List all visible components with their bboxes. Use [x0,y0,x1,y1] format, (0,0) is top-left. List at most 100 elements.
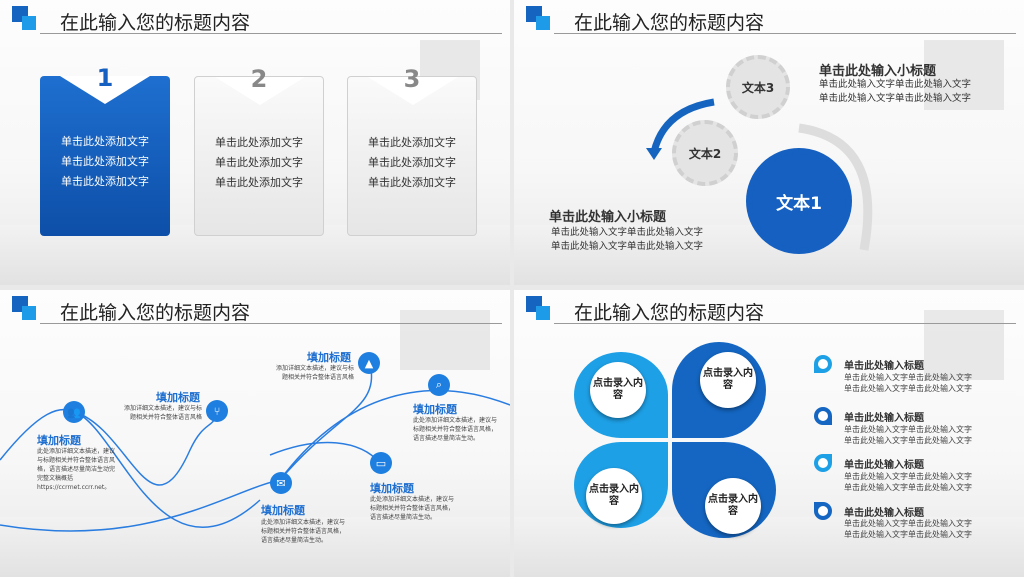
text-line: 语言描述尽量简洁生动。 [370,514,437,521]
slide-title[interactable]: 在此输入您的标题内容 [60,302,251,324]
text-line: 语言描述尽量简洁生动。 [261,537,328,544]
bullet-icon [814,454,832,472]
divider [554,323,1016,324]
arrow-icon [60,76,150,104]
text-line: 完整文稿概括 [37,475,74,482]
text-line: 格，语言描述尽量简洁生动完 [37,466,116,473]
item-heading[interactable]: 单击此处输入标题 [844,508,924,519]
slide-title[interactable]: 在此输入您的标题内容 [574,302,765,324]
divider [40,323,502,324]
text-line: 此处添加详细文本描述，建议 [37,448,116,455]
text-line: 单击此处输入文字单击此处输入文字 [844,519,972,528]
text-line: 单击此处输入文字单击此处输入文字 [844,483,972,492]
item-text: 单击此处输入文字单击此处输入文字单击此处输入文字单击此处输入文字 [844,471,972,493]
logo-icon [526,6,550,30]
text-line: 单击此处输入文字单击此处输入文字 [844,425,972,434]
card-text: 单击此处添加文字 [215,136,303,149]
arrow-icon [368,77,458,105]
logo-icon [12,6,36,30]
slide-4[interactable]: 在此输入您的标题内容 点击录入内容 点击录入内容 点击录入内容 点击录入内容 单… [514,290,1024,577]
gear-2[interactable]: 文本2 [672,120,738,186]
item-text: 此处添加详细文本描述，建议与标题相关并符合整体语言风格， 语言描述尽量简洁生动。 [413,416,497,443]
logo-icon [526,296,550,320]
item-text: 此处添加详细文本描述，建议与标题相关并符合整体语言风格， 语言描述尽量简洁生动。 [370,495,454,522]
text-line: 此处添加详细文本描述，建议与 [413,417,498,424]
step-card-2[interactable]: 2 单击此处添加文字单击此处添加文字单击此处添加文字 [194,65,324,236]
step-number: 2 [250,65,268,93]
item-heading[interactable]: 填加标题 [307,351,351,364]
card-text: 单击此处添加文字 [61,135,149,148]
bullet-icon [814,407,832,425]
text-line: 单击此处输入文字单击此处输入文字 [844,472,972,481]
subheading[interactable]: 单击此处输入小标题 [819,64,937,79]
subheading[interactable]: 单击此处输入小标题 [549,210,667,225]
gear-1[interactable]: 文本1 [746,148,852,254]
item-heading[interactable]: 填加标题 [413,403,457,416]
petal-label[interactable]: 点击录入内容 [705,478,761,534]
item-heading[interactable]: 填加标题 [37,434,81,447]
text-line: 此处添加详细文本描述，建议与 [370,496,455,503]
text-line: 此处添加详细文本描述，建议与 [261,519,346,526]
item-heading[interactable]: 单击此处输入标题 [844,361,924,372]
text-line: 语言描述尽量简洁生动。 [413,435,480,442]
text-line: 题相关并符合整体语言风格 [282,374,355,381]
slide-title[interactable]: 在此输入您的标题内容 [60,12,251,34]
fork-icon: ⑂ [206,400,228,422]
bullet-icon [814,502,832,520]
divider [40,33,502,34]
body-text: 单击此处输入文字单击此处输入文字单击此处输入文字单击此处输入文字 [551,226,703,254]
text-line: 单击此处输入文字单击此处输入文字 [844,530,972,539]
text-line: 单击此处输入文字单击此处输入文字 [844,373,972,382]
slide-2[interactable]: 在此输入您的标题内容 文本3 文本2 文本1 单击此处输入小标题 单击此处输入文… [514,0,1024,285]
petal-label[interactable]: 点击录入内容 [590,362,646,418]
text-line: 题相关并符合整体语言风格 [130,414,203,421]
users-icon: 👥 [63,401,85,423]
text-line: 单击此处输入文字单击此处输入文字 [551,241,704,252]
item-text: 此处添加详细文本描述，建议与标题相关并符合整体语言风格，语言描述尽量简洁生动完完… [37,447,115,492]
item-text: 单击此处输入文字单击此处输入文字单击此处输入文字单击此处输入文字 [844,372,972,394]
cycle-arrows [646,98,873,251]
card-text: 单击此处添加文字 [215,176,303,189]
floor [0,517,510,577]
text-line: 标题相关并符合整体语言风格， [370,505,455,512]
item-heading[interactable]: 单击此处输入标题 [844,413,924,424]
text-line: 单击此处输入文字单击此处输入文字 [844,436,972,445]
item-heading[interactable]: 填加标题 [261,504,305,517]
laptop-icon: ▭ [370,452,392,474]
text-line: 添加详细文本描述，建议与标 [276,365,355,372]
floor [514,517,1024,577]
slide-title[interactable]: 在此输入您的标题内容 [574,12,765,34]
text-line: 单击此处输入文字单击此处输入文字 [819,79,972,90]
item-text: 单击此处输入文字单击此处输入文字单击此处输入文字单击此处输入文字 [844,424,972,446]
divider [554,33,1016,34]
text-line: 标题相关并符合整体语言风格， [261,528,346,535]
card-text: 单击此处添加文字 [215,156,303,169]
slide-3[interactable]: 在此输入您的标题内容 👥 填加标题 此处添加详细文本描述，建议与标题相关并符合整… [0,290,510,577]
text-line: 与标题相关并符合整体语言风 [37,457,116,464]
item-text: 单击此处输入文字单击此处输入文字单击此处输入文字单击此处输入文字 [844,518,972,540]
arrow-icon [215,77,305,105]
petal-label[interactable]: 点击录入内容 [700,352,756,408]
card-text: 单击此处添加文字 [368,136,456,149]
text-line: 单击此处输入文字单击此处输入文字 [819,93,972,104]
body-text: 单击此处输入文字单击此处输入文字单击此处输入文字单击此处输入文字 [819,78,971,106]
logo-icon [12,296,36,320]
text-line: https://ccrrnet.ccrr.net。 [37,484,111,491]
bullet-icon [814,355,832,373]
petal-label[interactable]: 点击录入内容 [586,468,642,524]
step-number: 3 [403,65,421,93]
item-heading[interactable]: 单击此处输入标题 [844,460,924,471]
text-line: 标题相关并符合整体语言风格， [413,426,498,433]
step-number: 1 [96,64,114,92]
item-heading[interactable]: 填加标题 [156,391,200,404]
gear-3[interactable]: 文本3 [726,55,790,119]
item-text: 添加详细文本描述，建议与标题相关并符合整体语言风格 [124,404,202,422]
item-heading[interactable]: 填加标题 [370,482,414,495]
mail-icon: ✉ [270,472,292,494]
item-text: 添加详细文本描述，建议与标题相关并符合整体语言风格 [276,364,354,382]
text-line: 单击此处输入文字单击此处输入文字 [844,384,972,393]
text-line: 单击此处输入文字单击此处输入文字 [551,227,704,238]
